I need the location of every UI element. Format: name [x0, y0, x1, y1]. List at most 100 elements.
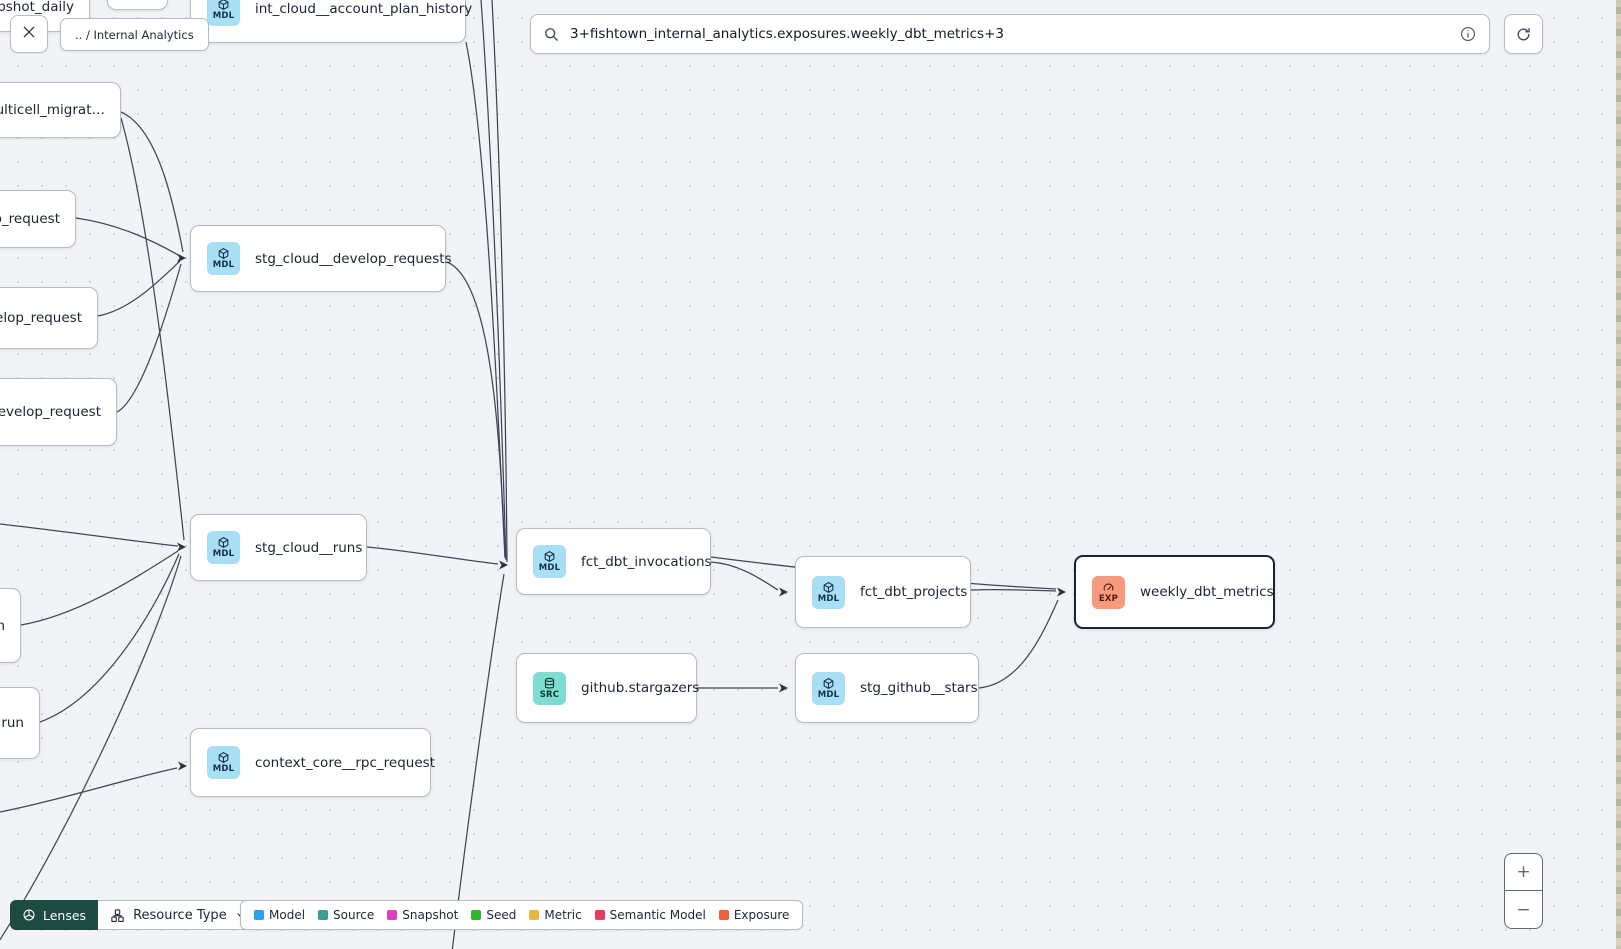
- arrowhead-icon: [177, 253, 186, 263]
- legend-label: Model: [269, 908, 306, 922]
- search-icon: [543, 26, 560, 43]
- legend-label: Exposure: [733, 908, 790, 922]
- info-icon[interactable]: [1459, 25, 1477, 43]
- graph-node-cut_velop_request[interactable]: velop_request: [0, 287, 98, 349]
- close-icon: [21, 24, 37, 44]
- legend-item-seed: Seed: [471, 908, 516, 922]
- graph-node-stg_cloud__runs[interactable]: MDL stg_cloud__runs: [190, 514, 367, 581]
- graph-node-cut_run[interactable]: .run: [0, 687, 40, 759]
- node-label: context_core__rpc_request: [255, 754, 435, 771]
- node-label: stg_cloud__develop_requests: [255, 250, 452, 267]
- graph-node-stg_cloud__develop_requests[interactable]: MDL stg_cloud__develop_requests: [190, 225, 452, 292]
- edge-cut_p_request-to-stg_cloud__develop_requests: [75, 217, 181, 257]
- graph-node-stg_github__stars[interactable]: MDL stg_github__stars: [795, 653, 979, 723]
- badge-label: MDL: [212, 260, 235, 271]
- legend-swatch: [387, 910, 398, 920]
- node-label: fct_dbt_invocations: [581, 553, 712, 570]
- node-label: stg_github__stars: [860, 680, 978, 696]
- cube-icon: [822, 581, 835, 594]
- arrowhead-icon: [1057, 587, 1066, 597]
- arrowhead-icon: [779, 587, 788, 597]
- legend-label: Source: [333, 908, 375, 922]
- graph-node-multicell_migration[interactable]: multicell_migrat…: [0, 82, 121, 138]
- legend-label: Snapshot: [402, 908, 459, 922]
- edge-offscreen_top-to-fct_dbt_invocations: [480, 0, 507, 561]
- refresh-icon: [1515, 26, 1532, 43]
- cube-icon: [217, 247, 230, 260]
- model-badge: MDL: [812, 575, 845, 609]
- resource-type-label: Resource Type: [133, 907, 227, 923]
- edge-stg_github__stars-to-weekly_dbt_metrics: [978, 599, 1059, 689]
- model-badge: MDL: [207, 0, 240, 26]
- legend-item-source: Source: [318, 908, 374, 922]
- legend-item-model: Model: [254, 908, 305, 922]
- legend-swatch: [318, 910, 329, 920]
- model-badge: MDL: [812, 671, 845, 705]
- resource-type-icon: [110, 908, 125, 923]
- badge-label: MDL: [212, 549, 235, 560]
- arrowhead-icon: [779, 683, 788, 693]
- refresh-button[interactable]: [1504, 14, 1543, 54]
- legend-swatch: [471, 910, 482, 920]
- lenses-label: Lenses: [43, 907, 87, 923]
- model-badge: MDL: [207, 746, 240, 779]
- lenses-icon: [22, 908, 36, 922]
- cube-icon: [217, 0, 230, 11]
- zoom-controls: + −: [1504, 853, 1543, 929]
- node-label: github.stargazers: [581, 680, 700, 696]
- lenses-button[interactable]: Lenses: [10, 900, 99, 930]
- legend-swatch: [718, 910, 729, 920]
- close-button[interactable]: [10, 15, 48, 53]
- badge-label: MDL: [817, 593, 840, 604]
- badge-label: SRC: [539, 689, 560, 700]
- edge-cut_n-to-stg_cloud__runs: [20, 550, 179, 626]
- node-label: fct_dbt_projects: [860, 584, 968, 600]
- edge-cut_velop_request-to-stg_cloud__develop_requests: [97, 260, 181, 317]
- right-edge-strip: [1616, 0, 1621, 949]
- zoom-out-button[interactable]: −: [1516, 899, 1531, 920]
- cube-icon: [217, 751, 230, 764]
- legend-swatch: [254, 910, 264, 920]
- badge-label: MDL: [817, 689, 840, 700]
- breadcrumb[interactable]: .. / Internal Analytics: [60, 18, 209, 51]
- model-badge: MDL: [207, 242, 240, 275]
- database-icon: [543, 677, 556, 690]
- edge-stg_cloud__runs-to-fct_dbt_invocations: [366, 546, 499, 565]
- source-badge: SRC: [533, 671, 566, 705]
- graph-node-github_stargazers[interactable]: SRC github.stargazers: [516, 653, 700, 723]
- graph-node-int_cloud__account_plan_history[interactable]: MDL int_cloud__account_plan_history: [190, 0, 472, 43]
- badge-label: MDL: [212, 764, 235, 775]
- breadcrumb-label: .. / Internal Analytics: [75, 27, 194, 42]
- resource-type-dropdown[interactable]: Resource Type: [98, 900, 261, 930]
- arrowhead-icon: [177, 542, 186, 552]
- edge-stg_cloud__develop_requests-to-fct_dbt_invocations: [446, 261, 506, 557]
- search-input[interactable]: [570, 26, 1449, 42]
- node-label: int_cloud__account_plan_history: [255, 1, 473, 17]
- graph-node-context_core__rpc_request[interactable]: MDL context_core__rpc_request: [190, 728, 435, 797]
- node-label: stg_cloud__runs: [255, 539, 363, 556]
- node-label: snapshot_daily: [0, 0, 74, 15]
- node-label: .develop_request: [0, 404, 101, 420]
- badge-label: MDL: [212, 10, 235, 21]
- node-label: weekly_dbt_metrics: [1140, 584, 1274, 600]
- graph-node-top_sliver[interactable]: [107, 0, 168, 10]
- edge-multicell_migration-to-stg_cloud__runs: [120, 117, 185, 541]
- graph-node-fct_dbt_projects[interactable]: MDL fct_dbt_projects: [795, 556, 971, 628]
- node-label: .run: [0, 715, 24, 731]
- graph-node-cut_develop_request[interactable]: .develop_request: [0, 378, 117, 446]
- edge-fct_dbt_projects-to-weekly_dbt_metrics: [970, 588, 1057, 592]
- node-label: multicell_migrat…: [0, 102, 105, 118]
- zoom-in-button[interactable]: +: [1505, 854, 1542, 891]
- legend-item-exposure: Exposure: [718, 908, 790, 922]
- legend-item-snapshot: Snapshot: [387, 908, 458, 922]
- legend-label: Metric: [544, 908, 582, 922]
- graph-node-cut_n[interactable]: n: [0, 588, 21, 663]
- edge-offscreen_bottom-to-fct_dbt_invocations: [451, 573, 505, 949]
- node-label: n: [0, 617, 5, 634]
- graph-node-cut_p_request[interactable]: p_request: [0, 190, 76, 248]
